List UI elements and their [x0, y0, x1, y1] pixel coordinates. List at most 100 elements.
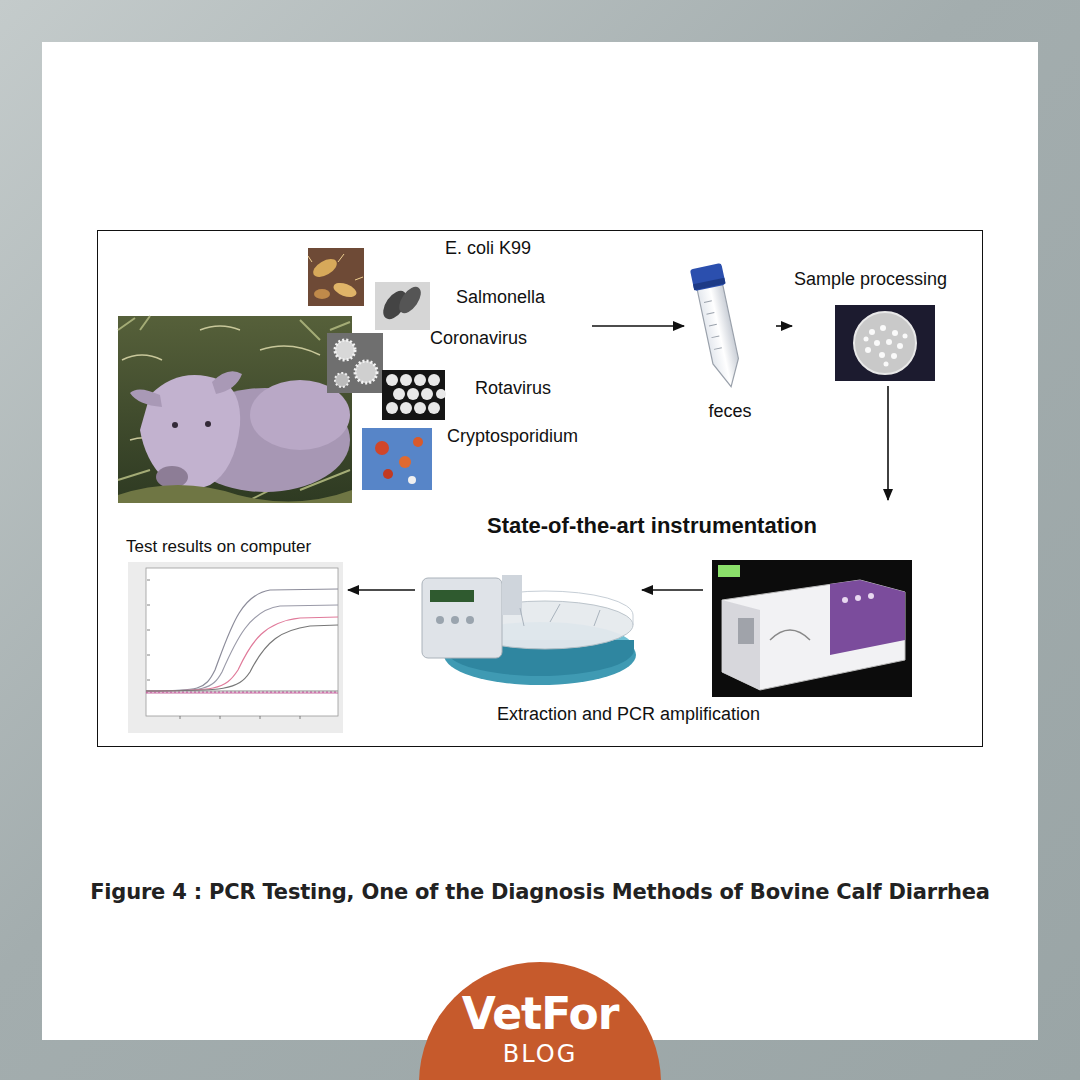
pcr-carousel-part — [430, 590, 474, 602]
extraction-instrument — [712, 560, 912, 697]
processing-dish-part-part — [891, 353, 897, 359]
cryptosporidium-thumbnail-part — [375, 441, 389, 455]
rotavirus-thumbnail-part-part — [421, 388, 433, 400]
cryptosporidium-thumbnail-part — [362, 428, 432, 490]
flow-arrow — [348, 589, 415, 591]
sample-tube — [690, 263, 747, 390]
processing-dish-part-part — [897, 343, 903, 349]
cryptosporidium-thumbnail-part — [399, 456, 411, 468]
logo-subtitle: BLOG — [420, 1040, 660, 1068]
extraction-instrument-part — [718, 565, 740, 577]
rotavirus-thumbnail-part-part — [393, 388, 405, 400]
sample-tube-part-part — [690, 263, 726, 291]
ecoli-thumbnail-part — [308, 248, 364, 306]
cryptosporidium-thumbnail-part — [383, 469, 393, 479]
rotavirus-thumbnail-part-part — [436, 389, 446, 399]
extraction-instrument-part — [712, 560, 912, 697]
extraction-instrument-part — [722, 580, 905, 690]
cryptosporidium-thumbnail — [362, 428, 432, 490]
node-label: Test results on computer — [126, 536, 311, 557]
sample-tube-part-part — [704, 301, 722, 350]
ecoli-thumbnail-part — [310, 255, 340, 280]
node-label: State-of-the-art instrumentation — [487, 513, 817, 539]
rotavirus-thumbnail-part-part — [386, 374, 398, 386]
extraction-instrument-part — [722, 600, 760, 690]
calf-photo-part — [205, 421, 211, 427]
processing-dish-part-part — [880, 325, 886, 331]
pcr-carousel-part — [422, 578, 502, 658]
coronavirus-thumbnail-part — [335, 340, 355, 360]
calf-photo-part — [140, 375, 240, 489]
extraction-instrument-part — [855, 595, 861, 601]
pcr-carousel — [422, 575, 636, 685]
extraction-instrument-part — [830, 580, 905, 655]
sample-tube-part-part — [697, 283, 744, 389]
ecoli-thumbnail-part — [308, 254, 363, 280]
rotavirus-thumbnail-part — [386, 374, 446, 414]
salmonella-thumbnail — [375, 282, 430, 330]
salmonella-thumbnail-part — [375, 282, 430, 330]
processing-dish-part-part — [874, 340, 880, 346]
ecoli-thumbnail — [308, 248, 364, 306]
results-stage: Test results on computer — [122, 536, 348, 736]
amplification-plot-part — [128, 562, 343, 733]
rotavirus-thumbnail-part-part — [400, 402, 412, 414]
flow-arrow — [592, 325, 684, 327]
processing-dish-part-part — [865, 347, 871, 353]
rotavirus-thumbnail-part-part — [407, 388, 419, 400]
node-label: Sample processing — [794, 268, 947, 290]
flow-arrow — [887, 386, 889, 500]
amplification-plot-part — [146, 693, 338, 694]
extraction-instrument-part — [738, 618, 754, 644]
calf-photo-part — [156, 466, 188, 488]
pcr-carousel-part — [466, 616, 474, 624]
rotavirus-thumbnail-part-part — [414, 374, 426, 386]
coronavirus-thumbnail-part — [335, 373, 349, 387]
node-sublabel: Rotavirus — [475, 377, 551, 399]
calf-photo-part — [118, 316, 352, 503]
processing-dish-part-part — [869, 329, 875, 335]
node-sublabel: Salmonella — [456, 286, 545, 308]
rotavirus-thumbnail-part-part — [428, 374, 440, 386]
sample-tube-part-part — [693, 278, 726, 291]
instrument-arrow — [642, 589, 703, 591]
processing-dish-part-part — [884, 362, 889, 367]
pcr-carousel-part — [436, 616, 444, 624]
amplification-plot-part — [146, 692, 338, 693]
pcr-carousel-part — [451, 616, 459, 624]
ecoli-thumbnail-part — [332, 280, 359, 299]
sample-processing-stage: Sample processing — [792, 266, 970, 386]
cryptosporidium-thumbnail-part — [408, 476, 416, 484]
processing-dish-part-part — [886, 339, 892, 345]
pcr-carousel-part — [520, 604, 600, 626]
node-label: feces — [684, 400, 776, 422]
extraction-instrument-part — [868, 593, 874, 599]
rotavirus-thumbnail-part-part — [400, 374, 412, 386]
amplification-plot-part — [146, 568, 338, 716]
salmonella-thumbnail-part — [395, 283, 425, 317]
calf-photo-part — [130, 371, 242, 407]
figure-caption: Figure 4 : PCR Testing, One of the Diagn… — [42, 880, 1038, 904]
amplification-plot-part — [147, 580, 300, 719]
ecoli-thumbnail-part — [314, 289, 330, 299]
processing-dish — [835, 305, 935, 381]
amplification-plot-part — [146, 617, 338, 691]
processing-dish-part-part — [879, 352, 885, 358]
node-sublabel: Extraction and PCR amplification — [497, 703, 760, 725]
logo-badge — [419, 962, 661, 1080]
amplification-plot-part — [146, 625, 338, 691]
node-sublabel: Cryptosporidium — [447, 425, 578, 447]
cryptosporidium-thumbnail-part — [362, 428, 432, 490]
instrumentation-stage: State-of-the-art instrumentationExtracti… — [415, 500, 917, 726]
extraction-instrument-part — [770, 630, 810, 640]
processing-dish-part — [854, 312, 916, 374]
calf-photo-part — [118, 316, 350, 500]
extraction-instrument-part — [842, 597, 848, 603]
coronavirus-thumbnail — [327, 333, 383, 393]
rotavirus-thumbnail-part-part — [386, 402, 398, 414]
rotavirus-thumbnail — [382, 370, 446, 420]
node-label: E. coli K99 — [445, 237, 531, 259]
processing-dish-part — [864, 325, 908, 367]
